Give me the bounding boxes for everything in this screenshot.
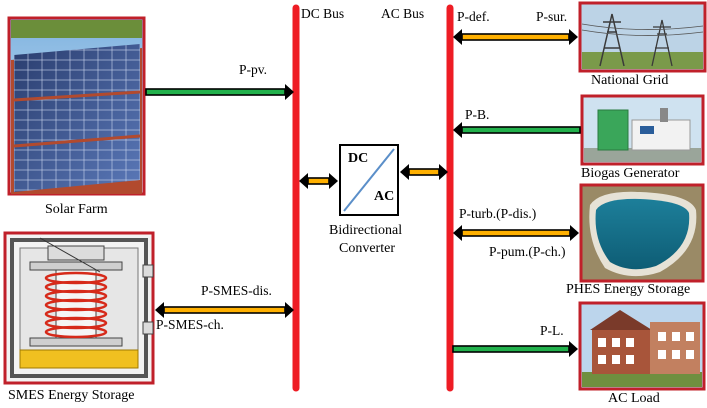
smes-storage-image: [3, 231, 155, 385]
national-grid-image: [578, 1, 707, 73]
flow-label-p-l: P-L.: [540, 323, 564, 338]
ac-bus-label: AC Bus: [381, 6, 425, 21]
flow-label-p-turb: P-turb.(P-dis.): [459, 206, 537, 221]
smes-storage-caption: SMES Energy Storage: [8, 388, 135, 403]
converter-caption-line1: Bidirectional: [329, 223, 403, 238]
flow-label-p-smes-dis: P-SMES-dis.: [201, 283, 272, 298]
arrow-p-b: [453, 122, 581, 138]
arrow-dc-bus-converter: [299, 173, 338, 189]
arrow-grid-bidirectional: [453, 29, 578, 45]
arrow-phes-bidirectional: [453, 225, 579, 241]
bidirectional-converter-box: [339, 144, 399, 216]
phes-storage-caption: PHES Energy Storage: [566, 282, 691, 297]
national-grid-caption: National Grid: [591, 73, 669, 88]
arrow-converter-ac-bus: [400, 164, 448, 180]
dc-bus-label: DC Bus: [301, 6, 345, 21]
arrow-smes-bidirectional: [155, 302, 294, 318]
flow-label-p-b: P-B.: [465, 107, 490, 122]
ac-load-caption: AC Load: [608, 391, 660, 406]
flow-label-p-def: P-def.: [457, 9, 490, 24]
solar-farm-caption: Solar Farm: [45, 202, 108, 217]
biogas-generator-image: [580, 94, 705, 166]
arrow-p-pv: [145, 84, 294, 100]
converter-dc-label: DC: [348, 151, 369, 166]
flow-label-p-sur: P-sur.: [536, 9, 568, 24]
arrow-p-l: [452, 341, 578, 357]
flow-label-p-pv: P-pv.: [239, 62, 268, 77]
converter-ac-label: AC: [374, 189, 395, 204]
flow-label-p-smes-ch: P-SMES-ch.: [156, 317, 224, 332]
phes-storage-image: [579, 183, 705, 283]
converter-caption-line2: Converter: [339, 241, 395, 256]
solar-farm-image: [7, 16, 146, 196]
ac-load-image: [578, 301, 706, 391]
biogas-generator-caption: Biogas Generator: [581, 166, 680, 181]
flow-label-p-pum: P-pum.(P-ch.): [489, 244, 566, 259]
